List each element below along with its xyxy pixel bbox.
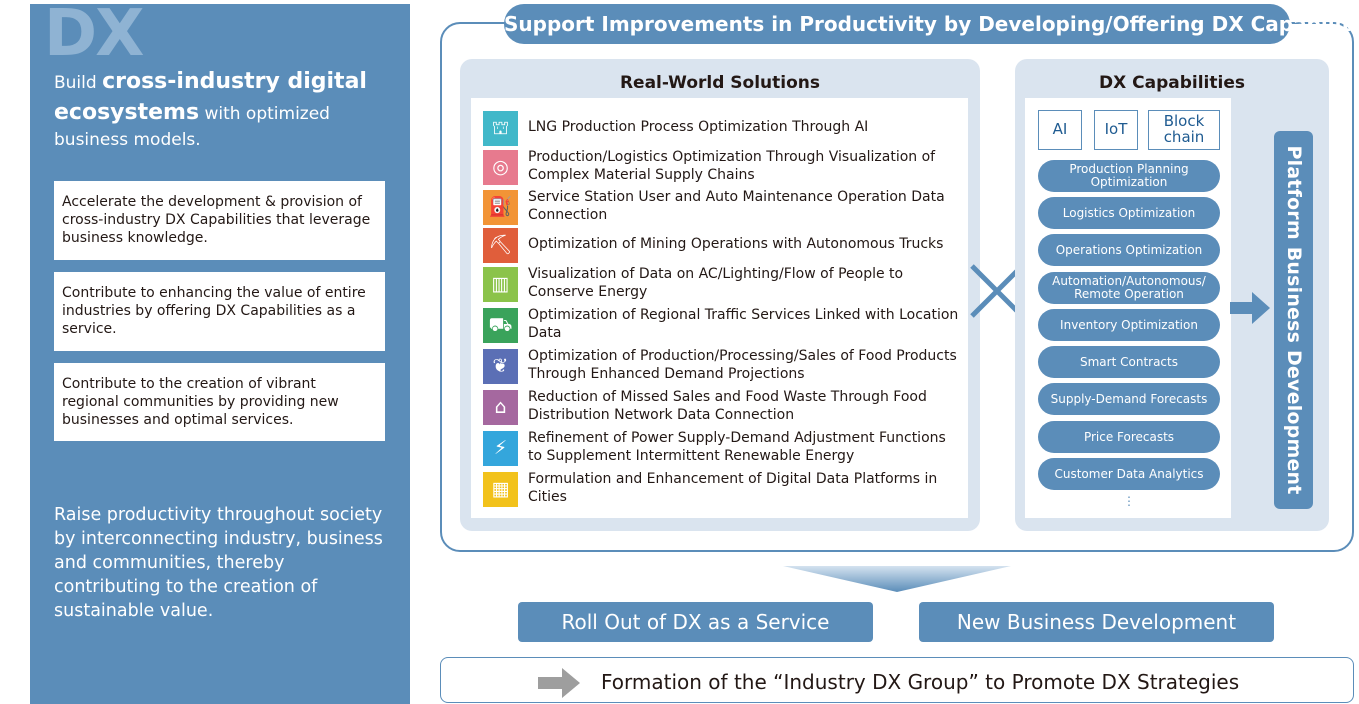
solution-text: Optimization of Regional Traffic Service… bbox=[528, 307, 959, 341]
capability-pill: Customer Data Analytics bbox=[1038, 458, 1220, 490]
main-title: Support Improvements in Productivity by … bbox=[504, 4, 1359, 44]
mining-truck-icon: ⛏ bbox=[483, 227, 518, 263]
energy-building-icon: ▥ bbox=[483, 266, 518, 302]
solution-text: Visualization of Data on AC/Lighting/Flo… bbox=[528, 266, 904, 300]
solution-row: ⛟ Optimization of Regional Traffic Servic… bbox=[483, 307, 963, 343]
dx-watermark: DX bbox=[44, 0, 144, 71]
capability-pill: Production Planning Optimization bbox=[1038, 160, 1220, 192]
capability-pill: Supply-Demand Forecasts bbox=[1038, 383, 1220, 415]
power-plug-icon: ⚡ bbox=[483, 430, 518, 466]
wheat-icon: ❦ bbox=[483, 348, 518, 384]
gray-arrow-icon bbox=[538, 668, 580, 698]
more-capabilities-ellipsis: ⋮ bbox=[1123, 494, 1135, 508]
car-icon: ⛟ bbox=[483, 307, 518, 343]
conclusion-text: Raise productivity throughout society by… bbox=[54, 505, 383, 621]
formation-box bbox=[440, 657, 1354, 703]
solution-text: LNG Production Process Optimization Thro… bbox=[528, 119, 869, 136]
solution-row: ▥ Visualization of Data on AC/Lighting/Fl… bbox=[483, 266, 963, 302]
tech-ai: AI bbox=[1038, 110, 1082, 150]
rollout-dx-service-box: Roll Out of DX as a Service bbox=[518, 602, 873, 642]
left-panel: DX Build cross-industry digital ecosyste… bbox=[30, 0, 410, 704]
tech-blockchain: Block chain bbox=[1148, 110, 1220, 150]
lng-plant-icon: ⛫ bbox=[483, 110, 518, 146]
capability-pill: Operations Optimization bbox=[1038, 234, 1220, 266]
new-business-box: New Business Development bbox=[919, 602, 1274, 642]
capability-pill: Automation/Autonomous/ Remote Operation bbox=[1038, 272, 1220, 304]
tech-iot: IoT bbox=[1094, 110, 1138, 150]
formation-text: Formation of the “Industry DX Group” to … bbox=[601, 670, 1240, 694]
tech-blockchain-label: Block chain bbox=[1163, 112, 1205, 146]
city-building-icon: ▦ bbox=[483, 471, 518, 507]
material-stack-icon: ◎ bbox=[483, 149, 518, 185]
solution-row: ⚡ Refinement of Power Supply-Demand Adjus… bbox=[483, 430, 963, 466]
solution-row: ◎ Production/Logistics Optimization Throu… bbox=[483, 149, 963, 185]
lead-statement: Build cross-industry digital ecosystems … bbox=[54, 66, 406, 153]
solution-row: ⌂ Reduction of Missed Sales and Food Wast… bbox=[483, 389, 963, 425]
solution-text: Formulation and Enhancement of Digital D… bbox=[528, 471, 938, 505]
solution-row: ⛏ Optimization of Mining Operations with … bbox=[483, 227, 963, 263]
solution-list: ⛫ LNG Production Process Optimization Thr… bbox=[471, 98, 968, 518]
funnel-arrow-icon bbox=[783, 566, 1011, 592]
solution-text: Optimization of Production/Processing/Sa… bbox=[528, 348, 957, 382]
lead-suffix: with optimized business models. bbox=[54, 104, 330, 151]
platform-business-development-bar: Platform Business Development bbox=[1274, 131, 1313, 509]
service-station-icon: ⛽ bbox=[483, 189, 518, 225]
solution-text: Production/Logistics Optimization Throug… bbox=[528, 149, 936, 183]
capability-pill: Price Forecasts bbox=[1038, 421, 1220, 453]
cross-icon bbox=[970, 264, 1024, 318]
lead-prefix: Build bbox=[54, 73, 103, 93]
solution-text: Reduction of Missed Sales and Food Waste… bbox=[528, 389, 927, 423]
capability-pill: Logistics Optimization bbox=[1038, 197, 1220, 229]
capability-pill: Smart Contracts bbox=[1038, 346, 1220, 378]
capability-pill: Inventory Optimization bbox=[1038, 309, 1220, 341]
solution-row: ⛫ LNG Production Process Optimization Thr… bbox=[483, 110, 963, 146]
solution-row: ▦ Formulation and Enhancement of Digital … bbox=[483, 471, 963, 507]
point-box: Contribute to the creation of vibrant re… bbox=[54, 363, 385, 441]
point-box: Accelerate the development & provision o… bbox=[54, 181, 385, 260]
arrow-right-icon bbox=[1230, 292, 1270, 324]
platform-label: Platform Business Development bbox=[1282, 145, 1305, 495]
warehouse-icon: ⌂ bbox=[483, 389, 518, 425]
dx-capabilities-title: DX Capabilities bbox=[1099, 73, 1245, 93]
solution-row: ⛽ Service Station User and Auto Maintenan… bbox=[483, 189, 963, 225]
point-box: Contribute to enhancing the value of ent… bbox=[54, 272, 385, 351]
solution-text: Refinement of Power Supply-Demand Adjust… bbox=[528, 430, 946, 464]
solution-text: Service Station User and Auto Maintenanc… bbox=[528, 189, 945, 223]
lead-emphasis: cross-industry digital ecosystems bbox=[54, 69, 367, 126]
real-world-title: Real-World Solutions bbox=[619, 73, 821, 93]
solution-text: Optimization of Mining Operations with A… bbox=[528, 236, 944, 253]
solution-row: ❦ Optimization of Production/Processing/S… bbox=[483, 348, 963, 384]
